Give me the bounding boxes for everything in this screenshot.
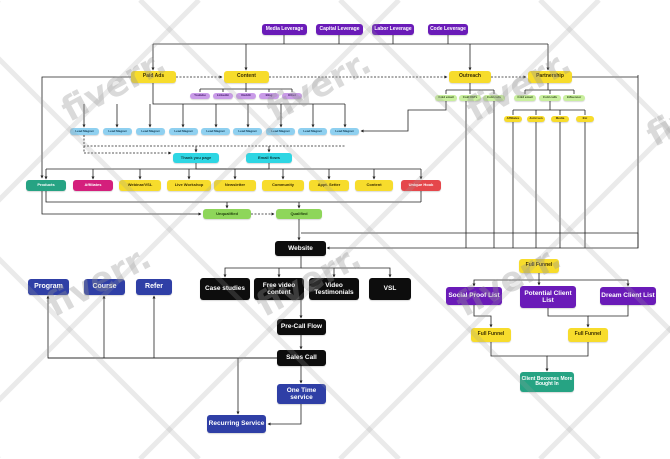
program-node[interactable]: Program: [28, 279, 69, 295]
lead-magnet[interactable]: Lead Magnet: [233, 128, 262, 135]
content-channel-other[interactable]: Other: [282, 93, 302, 99]
outreach-cold-dms[interactable]: Cold DM's: [459, 95, 481, 101]
partnership-influencer[interactable]: Influencer: [563, 95, 585, 101]
connector-line: [195, 163, 270, 170]
lead-magnet[interactable]: Lead Magnet: [136, 128, 165, 135]
connector-line: [473, 305, 493, 328]
connector-line: [301, 267, 392, 278]
pre-call-flow-node[interactable]: Pre-Call Flow: [277, 319, 326, 335]
connector-line: [588, 305, 629, 317]
connector-line: [46, 295, 277, 359]
connector-line: [41, 191, 202, 216]
partnership-cold-email[interactable]: Cold email: [514, 95, 536, 101]
connector-line: [524, 83, 575, 94]
website-node[interactable]: Website: [275, 241, 326, 256]
content-node[interactable]: Content: [224, 71, 269, 83]
lever-media[interactable]: Media Leverage: [262, 24, 307, 35]
connector-line: [301, 232, 639, 248]
connector-line: [445, 83, 495, 94]
offer-newsletter[interactable]: Newsletter: [214, 180, 256, 191]
partnership-affiliates[interactable]: Affiliates: [504, 116, 522, 122]
offer-unique-hook[interactable]: Unique Hook: [401, 180, 441, 191]
connector-line: [547, 308, 590, 328]
recurring-service-node[interactable]: Recurring Service: [207, 415, 266, 433]
connector-line: [267, 404, 302, 426]
outreach-cold-calls[interactable]: Cold calls: [483, 95, 505, 101]
lever-capital[interactable]: Capital Leverage: [316, 24, 363, 35]
qualified-node[interactable]: Qualified: [276, 209, 322, 219]
connector-line: [360, 101, 447, 133]
content-channel-blog[interactable]: Blog: [259, 93, 279, 99]
connector-line: [539, 279, 630, 287]
connector-line: [490, 342, 549, 372]
connector-line: [45, 191, 422, 203]
outreach-cold-email[interactable]: Cold email: [435, 95, 457, 101]
offer-appt-setter[interactable]: Appt. Setter: [309, 180, 349, 191]
dream-client-list-node[interactable]: Dream Client List: [600, 287, 656, 305]
connector-line: [326, 75, 639, 250]
offer-community[interactable]: Community: [262, 180, 304, 191]
refer-node[interactable]: Refer: [136, 279, 172, 295]
lead-magnet[interactable]: Lead Magnet: [201, 128, 230, 135]
free-video-content-node[interactable]: Free video content: [254, 278, 304, 300]
lever-labor[interactable]: Labor Leverage: [372, 24, 414, 35]
content-channel-reddit[interactable]: Reddit: [236, 93, 256, 99]
content-channel-youtube[interactable]: Youtube: [190, 93, 210, 99]
video-testimonials-node[interactable]: Video Testimonials: [309, 278, 359, 300]
course-node[interactable]: Course: [84, 279, 125, 295]
connector-line: [472, 273, 540, 287]
lead-magnet[interactable]: Lead Magnet: [70, 128, 99, 135]
full-funnel-top-node[interactable]: Full Funnel: [519, 259, 559, 273]
connector-line: [40, 76, 131, 179]
lead-magnet[interactable]: Lead Magnet: [266, 128, 295, 135]
offer-content[interactable]: Content: [355, 180, 393, 191]
offer-live-workshop[interactable]: Live Workshop: [167, 180, 211, 191]
potential-client-list-node[interactable]: Potential Client List: [520, 286, 576, 308]
partnership-media[interactable]: Media: [551, 116, 569, 122]
one-time-service-node[interactable]: One Time service: [277, 384, 326, 404]
client-bought-in-node[interactable]: Client Becomes More Bought In: [520, 372, 574, 392]
lead-magnet[interactable]: Lead Magnet: [103, 128, 132, 135]
connector-line: [223, 256, 302, 278]
content-channel-linkedin[interactable]: Linkedin: [213, 93, 233, 99]
offer-webinar-vsl[interactable]: Webinar/VSL: [119, 180, 161, 191]
sales-call-node[interactable]: Sales Call: [277, 350, 326, 366]
partnership-etc[interactable]: Etc: [576, 116, 594, 122]
lead-magnet[interactable]: Lead Magnet: [169, 128, 198, 135]
vsl-node[interactable]: VSL: [369, 278, 411, 300]
full-funnel-left-node[interactable]: Full Funnel: [471, 328, 511, 342]
case-studies-node[interactable]: Case studies: [200, 278, 250, 300]
connector-line: [547, 342, 589, 357]
partnership-node[interactable]: Partnership: [528, 71, 572, 83]
paid-ads-node[interactable]: Paid Ads: [131, 71, 176, 83]
connector-line: [236, 357, 277, 415]
unqualified-node[interactable]: Unqualified: [203, 209, 251, 219]
partnership-cold-calls[interactable]: Cold calls: [539, 95, 561, 101]
lever-code[interactable]: Code Leverage: [428, 24, 468, 35]
partnership-joint-ventures[interactable]: Joint ven: [527, 116, 545, 122]
lead-magnet[interactable]: Lead Magnet: [298, 128, 327, 135]
offer-products[interactable]: Products: [26, 180, 66, 191]
lead-magnet[interactable]: Lead Magnet: [330, 128, 359, 135]
connector-line: [512, 122, 586, 248]
connector-line: [199, 83, 293, 92]
offer-affiliates[interactable]: Affiliates: [73, 180, 113, 191]
email-flows-node[interactable]: Email flows: [246, 153, 292, 163]
thank-you-page-node[interactable]: Thank you page: [173, 153, 219, 163]
outreach-node[interactable]: Outreach: [449, 71, 491, 83]
full-funnel-right-node[interactable]: Full Funnel: [568, 328, 608, 342]
social-proof-list-node[interactable]: Social Proof List: [446, 287, 502, 305]
connector-line: [512, 101, 586, 115]
connector-line: [83, 135, 345, 153]
